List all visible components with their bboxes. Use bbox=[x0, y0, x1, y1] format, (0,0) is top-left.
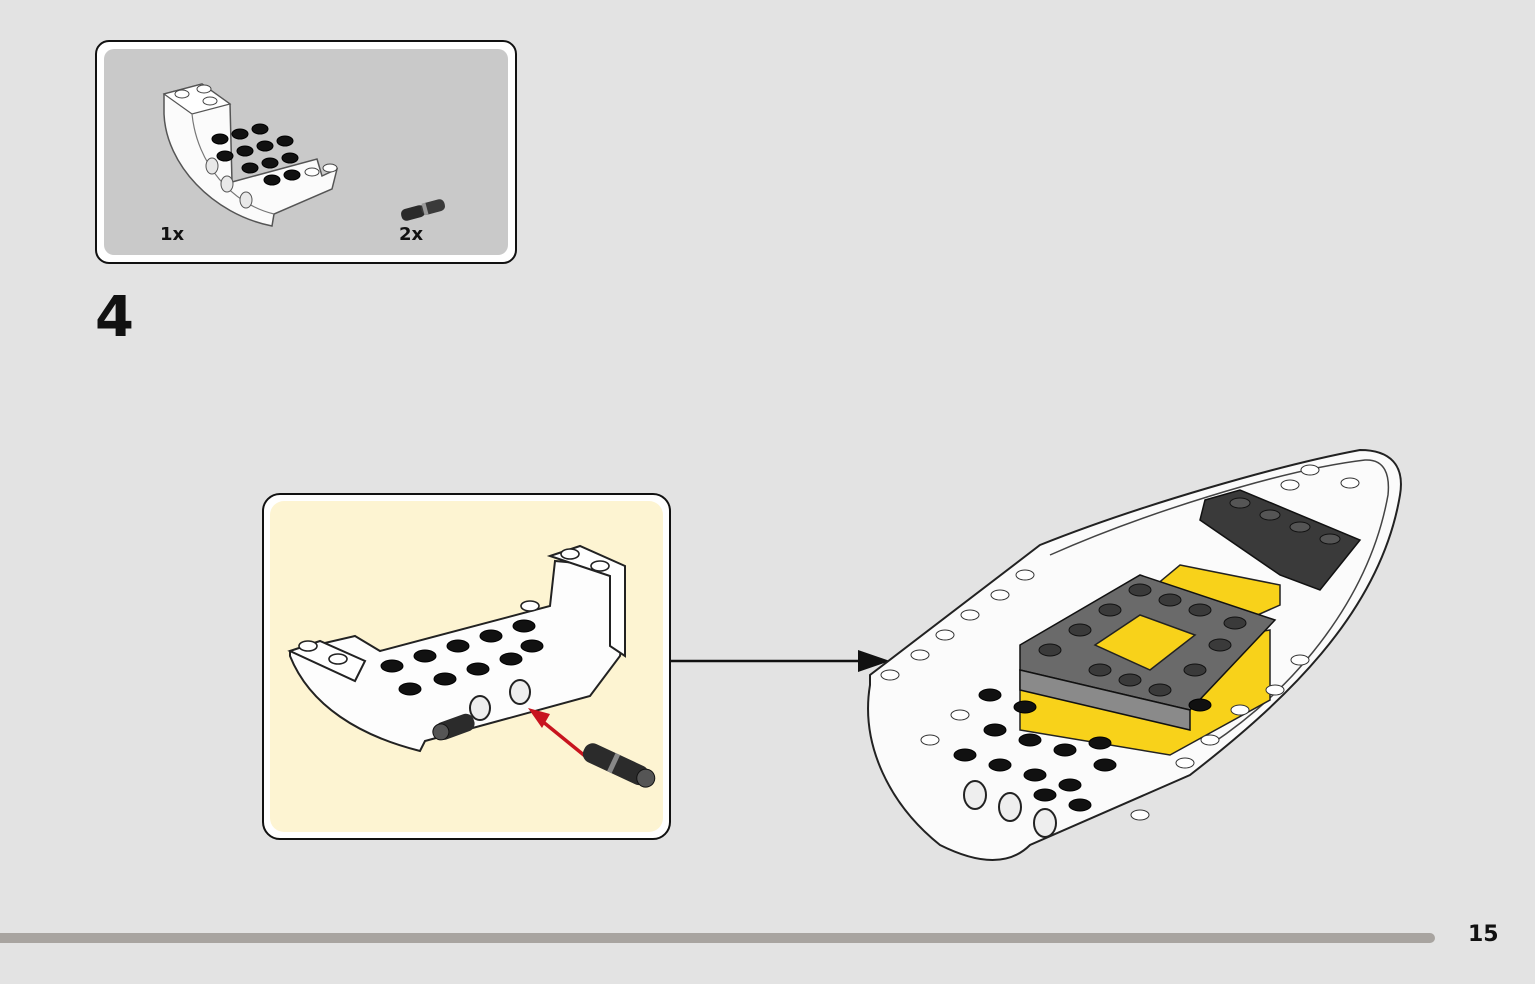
callout-box bbox=[262, 493, 671, 840]
part-1-quantity: 1x bbox=[160, 224, 185, 245]
technic-pin-part-icon bbox=[400, 199, 446, 221]
page-number: 15 bbox=[1468, 922, 1499, 947]
parts-list-box: 1x 2x bbox=[95, 40, 517, 264]
page-progress-bar bbox=[0, 933, 1435, 943]
main-model-illustration bbox=[867, 448, 1402, 861]
callout-panel bbox=[270, 501, 663, 832]
assembly-arrow bbox=[670, 650, 890, 672]
part-2-quantity: 2x bbox=[399, 224, 424, 245]
parts-list-panel: 1x 2x bbox=[104, 49, 508, 255]
curved-brick-part-icon bbox=[162, 83, 339, 227]
callout-assembly-illustration bbox=[287, 544, 656, 788]
step-number: 4 bbox=[95, 285, 134, 350]
